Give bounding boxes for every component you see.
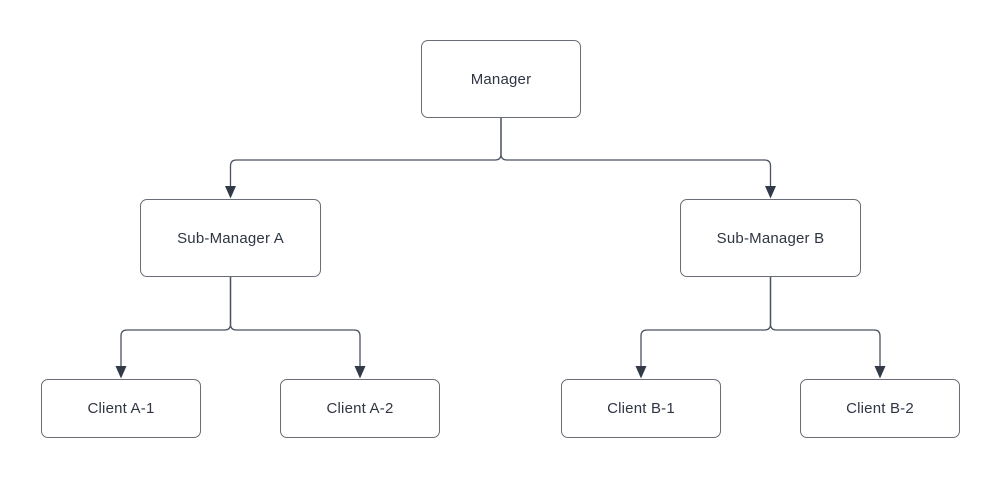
edge-sub-b-to-client-b2	[769, 277, 886, 379]
arrowhead-client-a2	[354, 366, 366, 379]
node-client-a2-label: Client A-2	[326, 400, 394, 417]
node-client-b1[interactable]: Client B-1	[561, 379, 721, 438]
edge-sub-a-to-client-a2	[229, 277, 366, 379]
node-sub-manager-b-label: Sub-Manager B	[716, 229, 825, 247]
arrowhead-client-a1	[115, 366, 127, 379]
node-sub-manager-b[interactable]: Sub-Manager B	[680, 199, 861, 277]
node-sub-manager-a-label: Sub-Manager A	[177, 229, 284, 247]
node-client-b1-label: Client B-1	[607, 400, 675, 417]
edge-sub-b-to-client-b1	[635, 277, 772, 379]
node-sub-manager-a[interactable]: Sub-Manager A	[140, 199, 321, 277]
node-manager[interactable]: Manager	[421, 40, 581, 118]
arrowhead-client-b2	[874, 366, 886, 379]
node-client-b2-label: Client B-2	[846, 400, 914, 417]
arrowhead-client-b1	[635, 366, 647, 379]
edge-manager-to-sub-b	[500, 118, 776, 199]
node-client-a2[interactable]: Client A-2	[280, 379, 440, 438]
node-client-a1[interactable]: Client A-1	[41, 379, 201, 438]
arrowhead-sub-a	[225, 186, 236, 199]
node-manager-label: Manager	[470, 70, 532, 88]
arrowhead-sub-b	[765, 186, 776, 199]
node-client-b2[interactable]: Client B-2	[800, 379, 960, 438]
node-client-a1-label: Client A-1	[87, 400, 155, 417]
edge-manager-to-sub-a	[225, 118, 502, 199]
edge-sub-a-to-client-a1	[115, 277, 232, 379]
